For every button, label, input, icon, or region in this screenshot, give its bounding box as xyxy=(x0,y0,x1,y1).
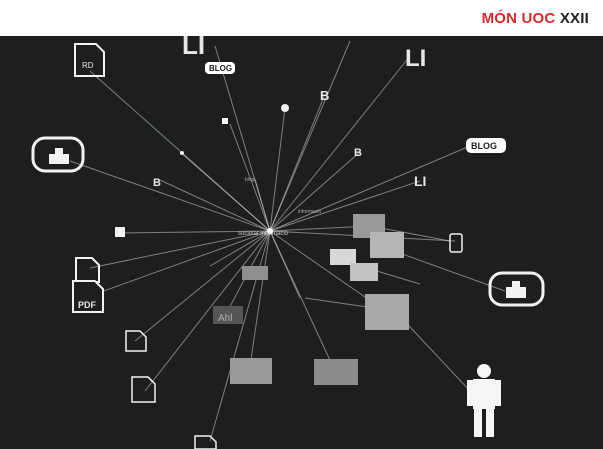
photo-thumbnails xyxy=(213,214,409,385)
title-red-part: MÓN UOC xyxy=(482,10,556,27)
li-top-left-label: LI xyxy=(182,36,205,60)
b-mid-label: B xyxy=(354,147,362,159)
small-node-dot xyxy=(180,151,184,155)
document-icon-left-1 xyxy=(76,258,99,282)
page-header: MÓN UOC XXII xyxy=(0,0,603,36)
mid-word-3: Ahl xyxy=(218,313,232,324)
li-top-right-label: LI xyxy=(405,45,426,72)
blog-right-label: BLOG xyxy=(471,141,497,151)
hub-node: societat informació xyxy=(238,228,289,237)
document-icon: RD xyxy=(75,44,104,76)
blog-badge-top: BLOG xyxy=(205,62,235,74)
person-icon xyxy=(467,364,501,437)
doc-rd-label: RD xyxy=(82,61,94,70)
b-left-label: B xyxy=(153,177,161,189)
small-square-icon xyxy=(222,118,228,124)
li-mid-label: LI xyxy=(414,173,426,189)
phone-icon xyxy=(450,234,462,252)
network-graph: societat informació RD LI BLOG LI B xyxy=(0,36,603,449)
photo-thumb-4 xyxy=(350,263,378,281)
mid-word-2: informació xyxy=(298,209,321,215)
tv-person-icon-right xyxy=(490,273,543,305)
page-title: MÓN UOC XXII xyxy=(482,10,589,27)
hub-label: societat informació xyxy=(238,231,289,237)
photo-thumb-8 xyxy=(314,359,358,385)
document-icon-bottom xyxy=(195,436,216,449)
mid-word-1: blog xyxy=(245,177,255,183)
b-far-left-node xyxy=(115,227,125,237)
title-dark-part: XXII xyxy=(560,10,589,27)
photo-thumb-3 xyxy=(330,249,356,265)
document-icon-left-3 xyxy=(132,377,155,402)
network-visualization: societat informació RD LI BLOG LI B xyxy=(0,36,603,449)
photo-thumb-2 xyxy=(370,232,404,258)
blog-top-label: BLOG xyxy=(209,64,232,73)
tv-person-icon-left xyxy=(33,138,83,171)
b-top-label: B xyxy=(320,88,329,103)
photo-thumb-5 xyxy=(242,266,268,280)
photo-thumb-7 xyxy=(230,358,272,384)
blog-badge-right: BLOG xyxy=(466,138,506,153)
atom-icon xyxy=(281,104,289,112)
pdf-document-icon: PDF xyxy=(73,281,103,312)
connection-lines xyxy=(70,41,505,441)
document-icon-left-2 xyxy=(126,331,146,351)
pdf-label: PDF xyxy=(78,300,97,310)
photo-thumb-6 xyxy=(365,294,409,330)
